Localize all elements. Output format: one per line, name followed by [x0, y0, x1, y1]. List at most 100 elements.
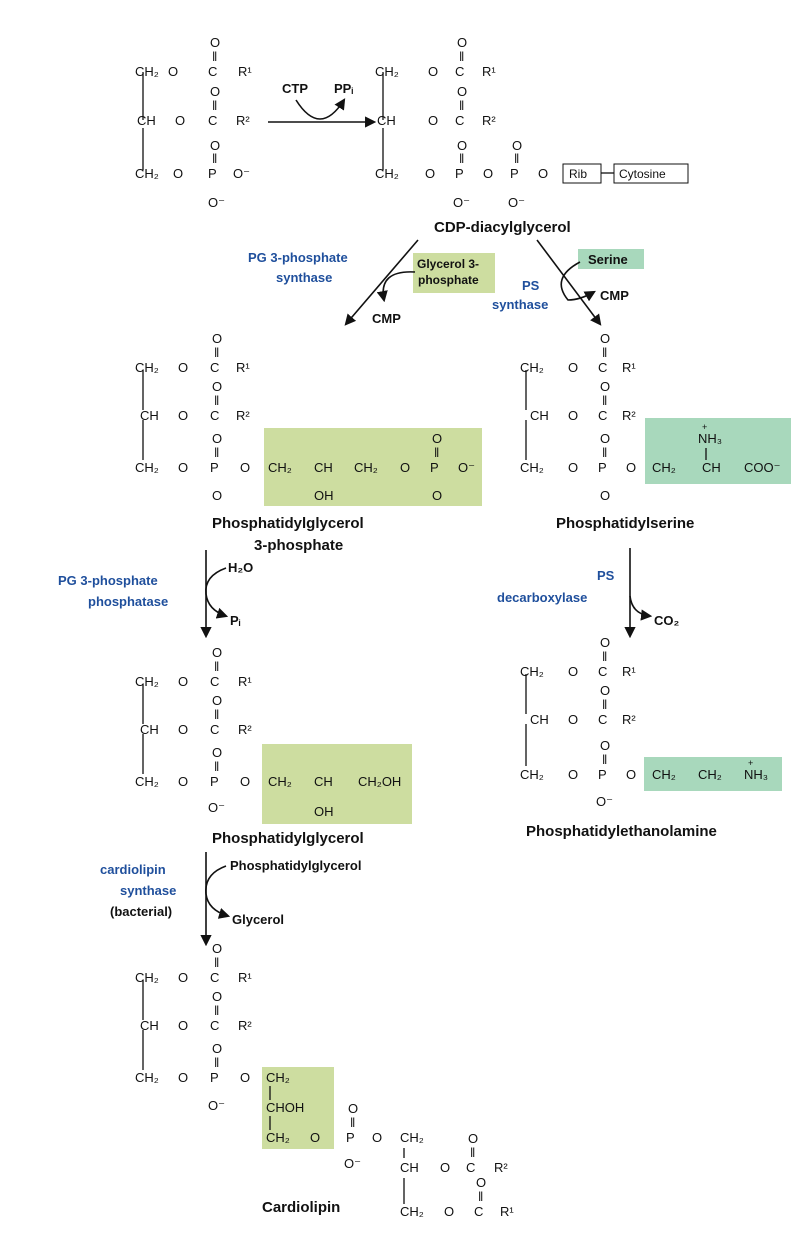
svg-text:O: O	[468, 1131, 478, 1146]
svg-text:CH: CH	[530, 712, 549, 727]
cdp-diacylglycerol-structure: CH₂ O C R¹ O ‖ CH O C R² O ‖ CH₂ O P O P…	[375, 35, 689, 210]
svg-text:O: O	[310, 1130, 320, 1145]
svg-text:CH: CH	[140, 408, 159, 423]
pgp-phosphatase-line1: PG 3-phosphate	[58, 573, 158, 588]
svg-text:‖: ‖	[478, 1189, 483, 1204]
svg-text:O: O	[568, 460, 578, 475]
svg-text:CH₂OH: CH₂OH	[358, 774, 401, 789]
svg-text:O⁻: O⁻	[208, 800, 225, 815]
svg-text:O: O	[626, 460, 636, 475]
phosphatidate-structure: CH₂ O C R¹ O ‖ CH O C R² O ‖ CH₂ O P O⁻ …	[135, 35, 252, 210]
g3p-label-line2: phosphate	[418, 273, 479, 287]
svg-text:CH₂: CH₂	[375, 166, 399, 181]
svg-text:CH₂: CH₂	[266, 1130, 290, 1145]
svg-text:CH: CH	[530, 408, 549, 423]
svg-text:O: O	[476, 1175, 486, 1190]
svg-text:R²: R²	[494, 1160, 508, 1175]
svg-text:CH: CH	[140, 722, 159, 737]
cardiolipin-glycerol-highlight	[262, 1067, 334, 1149]
ps-structure: CH₂ O C R¹ O ‖ CH O C R² O ‖ CH₂ O P O O…	[520, 331, 780, 503]
svg-text:CH₂: CH₂	[652, 767, 676, 782]
svg-text:CH₂: CH₂	[400, 1130, 424, 1145]
svg-text:O: O	[457, 84, 467, 99]
svg-text:O: O	[432, 488, 442, 503]
svg-text:CH: CH	[400, 1160, 419, 1175]
ps-decarboxylase-line1: PS	[597, 568, 615, 583]
svg-text:COO⁻: COO⁻	[744, 460, 780, 475]
svg-text:‖: ‖	[214, 393, 219, 408]
svg-text:O: O	[212, 693, 222, 708]
svg-text:P: P	[210, 774, 219, 789]
svg-text:O: O	[175, 113, 185, 128]
svg-text:O: O	[178, 360, 188, 375]
svg-text:C: C	[210, 722, 219, 737]
pg-headgroup-highlight	[262, 744, 412, 824]
svg-text:CH₂: CH₂	[520, 460, 544, 475]
svg-text:‖: ‖	[514, 151, 519, 166]
svg-text:O: O	[600, 635, 610, 650]
svg-text:O: O	[212, 989, 222, 1004]
svg-text:O⁻: O⁻	[344, 1156, 361, 1171]
svg-text:O: O	[240, 1070, 250, 1085]
ps-synthase-line2: synthase	[492, 297, 548, 312]
ps-synthase-arrow	[536, 239, 602, 326]
h2o-curved-arrow	[205, 567, 229, 619]
svg-text:C: C	[598, 664, 607, 679]
svg-text:O: O	[538, 166, 548, 181]
cardiolipin-synthase-line1: cardiolipin	[100, 862, 166, 877]
svg-text:CH₂: CH₂	[268, 774, 292, 789]
svg-text:O: O	[600, 488, 610, 503]
cdp-diacylglycerol-name: CDP-diacylglycerol	[434, 219, 571, 236]
svg-text:R¹: R¹	[238, 674, 252, 689]
svg-text:O: O	[178, 774, 188, 789]
svg-text:R²: R²	[482, 113, 496, 128]
pgp-synthase-arrow	[344, 239, 419, 326]
svg-text:O: O	[178, 460, 188, 475]
svg-text:O: O	[512, 138, 522, 153]
svg-text:R¹: R¹	[236, 360, 250, 375]
g3p-curved-arrow	[376, 271, 416, 303]
svg-text:CH₂: CH₂	[135, 774, 159, 789]
svg-text:+: +	[748, 758, 753, 768]
svg-text:O: O	[568, 767, 578, 782]
svg-text:C: C	[210, 674, 219, 689]
svg-text:CH₂: CH₂	[400, 1204, 424, 1219]
svg-text:‖: ‖	[212, 49, 217, 64]
svg-text:O: O	[240, 460, 250, 475]
svg-text:O: O	[600, 738, 610, 753]
svg-text:‖: ‖	[459, 49, 464, 64]
h2o-label: H₂O	[228, 560, 253, 575]
svg-text:O: O	[212, 1041, 222, 1056]
svg-text:O: O	[600, 331, 610, 346]
pg-curved-arrow	[205, 865, 231, 919]
svg-text:C: C	[210, 970, 219, 985]
svg-text:CH₂: CH₂	[268, 460, 292, 475]
svg-text:R²: R²	[238, 1018, 252, 1033]
svg-text:O: O	[568, 664, 578, 679]
svg-text:O: O	[178, 1018, 188, 1033]
g3p-label-line1: Glycerol 3-	[417, 257, 479, 271]
svg-text:CH: CH	[137, 113, 156, 128]
svg-text:O: O	[440, 1160, 450, 1175]
svg-text:O: O	[457, 138, 467, 153]
svg-text:O: O	[600, 683, 610, 698]
ppi-label: PPᵢ	[334, 81, 353, 96]
svg-text:R¹: R¹	[482, 64, 496, 79]
svg-text:O⁻: O⁻	[596, 794, 613, 809]
svg-text:NH₃: NH₃	[744, 767, 768, 782]
svg-text:P: P	[210, 460, 219, 475]
svg-text:P: P	[598, 767, 607, 782]
glycerol-label: Glycerol	[232, 912, 284, 927]
pe-structure: CH₂ O C R¹ O ‖ CH O C R² O ‖ CH₂ O P O O…	[520, 635, 768, 809]
svg-text:‖: ‖	[214, 707, 219, 722]
ps-synthase-line1: PS	[522, 278, 540, 293]
svg-text:O: O	[178, 674, 188, 689]
svg-text:C: C	[210, 1018, 219, 1033]
cardiolipin-structure: CH₂ O C R¹ O ‖ CH O C R² O ‖ CH₂ O P O O…	[135, 941, 514, 1219]
serine-label: Serine	[588, 252, 628, 267]
svg-text:O: O	[178, 1070, 188, 1085]
svg-text:CH₂: CH₂	[135, 166, 159, 181]
svg-text:C: C	[598, 408, 607, 423]
svg-text:‖: ‖	[214, 1003, 219, 1018]
svg-text:O: O	[432, 431, 442, 446]
